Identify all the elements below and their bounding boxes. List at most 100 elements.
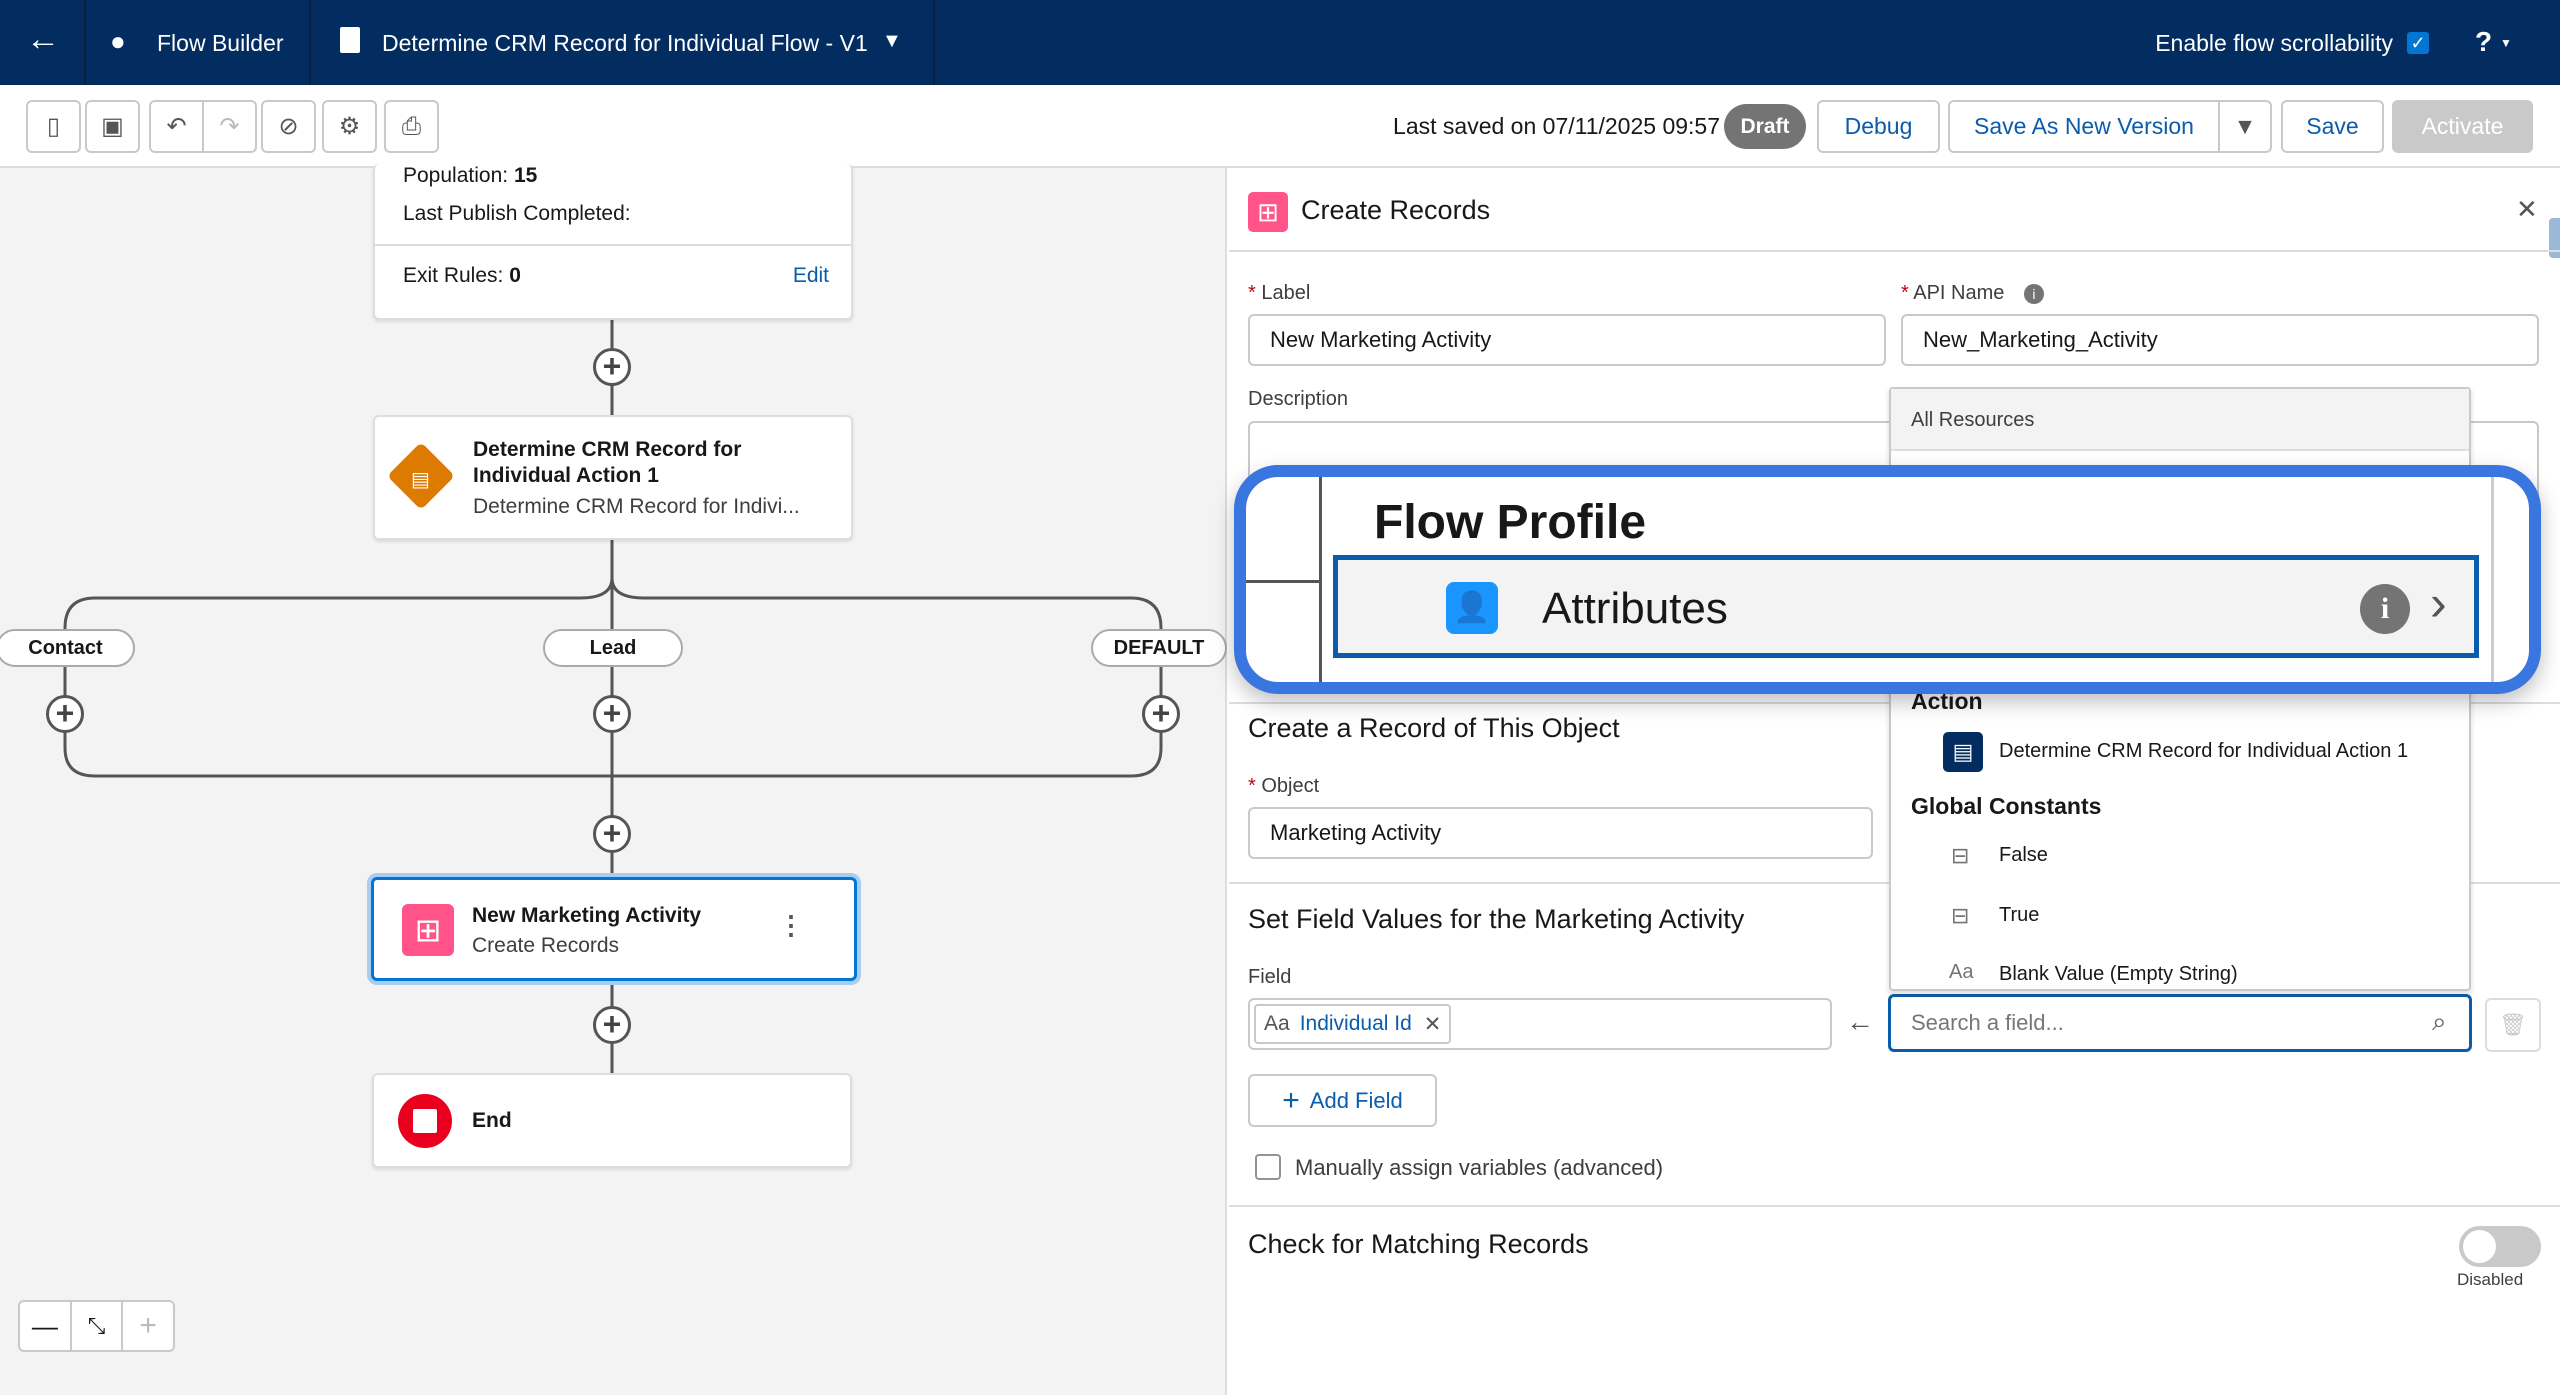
save-options-chevron-icon[interactable]: ▼ <box>2218 100 2272 153</box>
toggle-state-label: Disabled <box>2457 1270 2524 1289</box>
close-icon[interactable]: ✕ <box>2516 194 2538 224</box>
add-element-plus-icon[interactable]: + <box>593 1006 631 1044</box>
cancel-icon[interactable]: ⊘ <box>261 100 316 153</box>
action-node-title: Determine CRM Record for Individual Acti… <box>473 438 742 487</box>
dropdown-item-action[interactable]: Determine CRM Record for Individual Acti… <box>1999 740 2409 762</box>
help-chevron-icon[interactable]: ▼ <box>2500 36 2512 50</box>
search-field-input[interactable]: Search a field... <box>1888 994 2472 1052</box>
info-icon[interactable]: i <box>2360 584 2410 634</box>
matching-records-heading: Check for Matching Records <box>1248 1229 1589 1259</box>
text-type-icon: Aa <box>1264 1012 1290 1035</box>
clipboard-icon: ▤ <box>411 469 430 491</box>
population-value: 15 <box>513 164 538 187</box>
dropdown-item-true[interactable]: True <box>1999 904 2040 926</box>
panel-collapse-handle[interactable] <box>2549 218 2560 258</box>
add-field-button[interactable]: +Add Field <box>1248 1074 1437 1127</box>
debug-button[interactable]: Debug <box>1817 100 1940 153</box>
help-icon[interactable]: ? <box>2475 26 2493 57</box>
create-node-title: New Marketing Activity <box>472 904 702 927</box>
attributes-item[interactable]: 👤 Attributes i › <box>1333 555 2479 658</box>
last-saved: Last saved on 07/11/2025 09:57 <box>1393 113 1720 139</box>
branch-lead[interactable]: Lead <box>543 629 683 667</box>
dropdown-item-blank[interactable]: Blank Value (Empty String) <box>1999 963 2238 985</box>
create-records-icon: ⊞ <box>1248 192 1288 232</box>
manual-assign-label: Manually assign variables (advanced) <box>1295 1155 1664 1180</box>
label-field-label: Label <box>1261 282 1311 304</box>
description-label: Description <box>1248 388 1349 410</box>
add-element-plus-icon[interactable]: + <box>593 348 631 386</box>
last-publish-label: Last Publish Completed: <box>403 202 631 225</box>
action-node[interactable]: ▤ Determine CRM Record for Individual Ac… <box>373 415 853 540</box>
matching-records-toggle[interactable] <box>2459 1226 2541 1267</box>
dropdown-item-false[interactable]: False <box>1999 844 2048 866</box>
app-header: ← ● Flow Builder Determine CRM Record fo… <box>0 0 2560 85</box>
stop-icon <box>398 1094 452 1148</box>
create-records-icon: ⊞ <box>402 904 454 956</box>
save-as-new-version-button[interactable]: Save As New Version <box>1948 100 2220 153</box>
fit-view-icon[interactable]: ⤡ <box>72 1302 124 1350</box>
undo-icon[interactable]: ↶ <box>149 100 204 153</box>
location-pin-icon: ● <box>110 26 126 56</box>
object-label: Object <box>1261 775 1320 797</box>
print-icon[interactable]: ⎙ <box>384 100 439 153</box>
callout-highlight: Flow Profile 👤 Attributes i › <box>1234 465 2541 694</box>
scroll-checkbox[interactable]: ✓ <box>2407 32 2429 54</box>
create-node-subtitle: Create Records <box>472 934 620 957</box>
save-button[interactable]: Save <box>2281 100 2384 153</box>
api-name-input[interactable]: New_Marketing_Activity <box>1901 314 2539 366</box>
gear-icon[interactable]: ⚙ <box>322 100 377 153</box>
app-name: Flow Builder <box>157 30 284 56</box>
api-name-label: API Name <box>1913 282 2005 304</box>
branch-default[interactable]: DEFAULT <box>1091 629 1227 667</box>
end-node-title: End <box>472 1109 512 1132</box>
panel-title: Create Records <box>1301 195 1491 225</box>
action-node-subtitle: Determine CRM Record for Indivi... <box>473 495 800 518</box>
left-arrow-icon: ← <box>1846 1006 1874 1037</box>
exit-rules-value: 0 <box>509 264 521 287</box>
create-records-node[interactable]: ⊞ New Marketing Activity Create Records … <box>371 877 857 981</box>
info-icon[interactable]: i <box>2023 284 2044 304</box>
activate-button[interactable]: Activate <box>2392 100 2533 153</box>
search-icon: ⌕ <box>2432 1006 2447 1036</box>
end-node[interactable]: End <box>372 1073 852 1168</box>
add-element-plus-icon[interactable]: + <box>1142 695 1180 733</box>
boolean-toggle-icon: ⊟ <box>1951 903 1970 928</box>
branch-contact[interactable]: Contact <box>0 629 135 667</box>
field-label: Field <box>1248 966 1292 988</box>
manual-assign-checkbox[interactable] <box>1255 1154 1281 1180</box>
add-element-plus-icon[interactable]: + <box>593 695 631 733</box>
object-input[interactable]: Marketing Activity <box>1248 807 1873 859</box>
exit-rules-label: Exit Rules: <box>403 264 504 287</box>
document-icon <box>340 27 360 53</box>
zoom-in-icon[interactable]: + <box>139 1309 157 1342</box>
node-menu-icon[interactable]: ⋮ <box>778 910 804 940</box>
population-label: Population: <box>403 164 509 187</box>
callout-heading: Flow Profile <box>1374 496 1647 549</box>
global-constants-heading: Global Constants <box>1911 793 2102 819</box>
dropdown-header: All Resources <box>1911 409 2035 431</box>
flow-title: Determine CRM Record for Individual Flow… <box>382 30 868 56</box>
back-arrow-icon[interactable]: ← <box>26 20 60 58</box>
zoom-out-icon[interactable]: — <box>20 1302 72 1350</box>
plus-icon: + <box>1282 1083 1300 1117</box>
toolbar: ▯ ▣ ↶ ↷ ⊘ ⚙ ⎙ Last saved on 07/11/2025 0… <box>0 85 2560 168</box>
start-card[interactable]: Population: 15 Last Publish Completed: E… <box>373 164 853 320</box>
checklist-icon[interactable]: ▣ <box>85 100 140 153</box>
chevron-right-icon[interactable]: › <box>2430 575 2447 631</box>
flow-menu-chevron-icon[interactable]: ▼ <box>882 30 902 52</box>
delete-icon[interactable]: 🗑 <box>2485 998 2541 1052</box>
flow-canvas[interactable]: Population: 15 Last Publish Completed: E… <box>0 164 1227 1395</box>
zoom-controls: — ⤡ + <box>18 1300 175 1352</box>
add-element-plus-icon[interactable]: + <box>46 695 84 733</box>
redo-icon[interactable]: ↷ <box>202 100 257 153</box>
status-badge: Draft <box>1724 104 1806 149</box>
toggle-panel-icon[interactable]: ▯ <box>26 100 81 153</box>
remove-pill-icon[interactable]: ✕ <box>1423 1012 1442 1036</box>
scroll-label: Enable flow scrollability <box>2155 30 2393 56</box>
label-input[interactable]: New Marketing Activity <box>1248 314 1886 366</box>
add-element-plus-icon[interactable]: + <box>593 815 631 853</box>
boolean-toggle-icon: ⊟ <box>1951 843 1970 868</box>
edit-exit-rules-link[interactable]: Edit <box>792 264 829 287</box>
